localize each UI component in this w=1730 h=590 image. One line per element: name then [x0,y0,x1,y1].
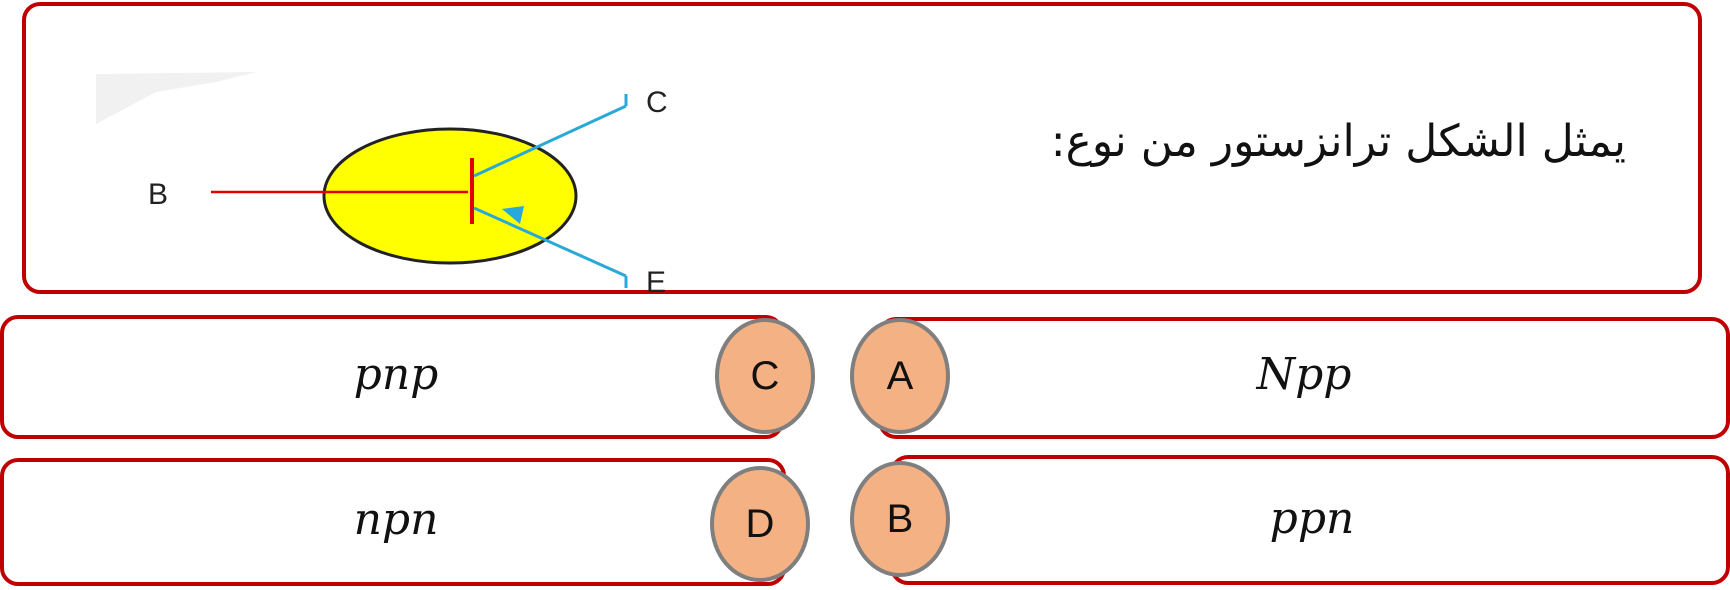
emitter-lead [473,206,627,278]
option-b-box[interactable]: ppn [890,455,1730,585]
option-d-text: npn [353,494,439,545]
option-d-badge[interactable]: D [710,466,810,582]
collector-label: C [646,86,668,119]
option-c-badge[interactable]: C [715,318,815,434]
option-c-box[interactable]: pnp [0,315,784,439]
transistor-body [322,127,578,265]
image-artifact [96,72,256,124]
option-b-text: ppn [1269,493,1355,544]
transistor-diagram: B C E [96,72,668,299]
emitter-label: E [646,266,666,299]
question-card: يمثل الشكل ترانزستور من نوع: B C E [22,2,1702,299]
collector-lead [473,104,627,178]
option-c-text: pnp [353,349,439,400]
option-b-badge[interactable]: B [850,461,950,577]
option-d-box[interactable]: npn [0,458,786,586]
option-a-box[interactable]: Npp [878,317,1730,439]
option-a-text: Npp [1256,349,1352,400]
emitter-arrow [502,206,524,224]
question-text: يمثل الشكل ترانزستور من نوع: [1050,116,1626,167]
option-a-badge[interactable]: A [850,318,950,434]
base-label: B [148,178,168,211]
